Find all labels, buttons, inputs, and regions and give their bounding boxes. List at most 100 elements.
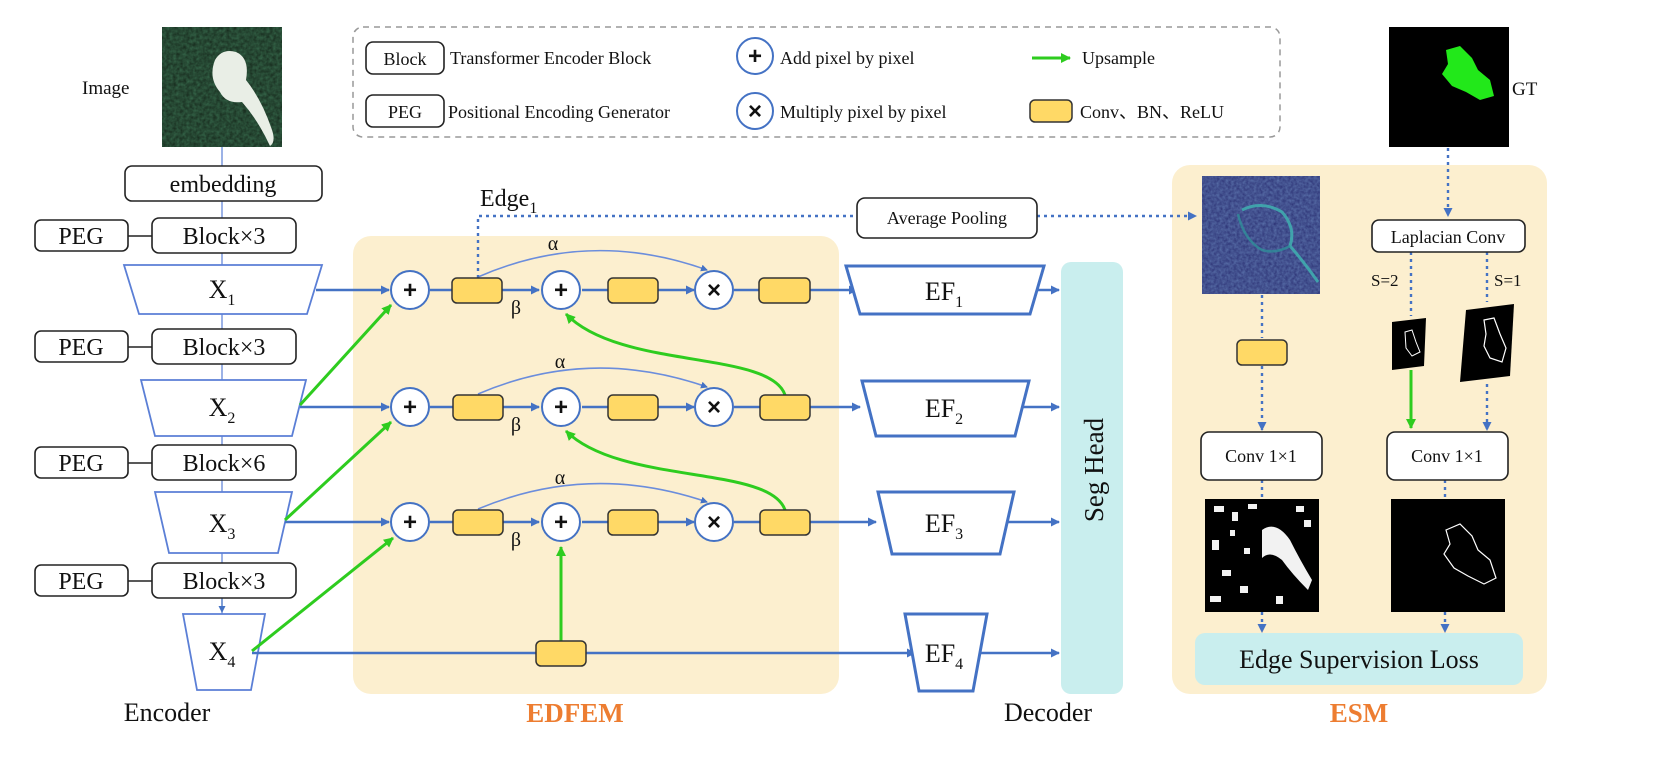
ef3-label: EF3: [925, 509, 963, 543]
legend-block-box-label: Block: [384, 49, 427, 69]
block-label: Block×3: [183, 569, 266, 595]
add-glyph: +: [554, 509, 568, 536]
beta-label: β: [511, 529, 521, 551]
embedding-box: [124, 165, 323, 202]
block-box: [151, 562, 297, 599]
edge1-label: Edge1: [480, 186, 537, 217]
gt-edge-map: [1391, 499, 1505, 612]
gt-image: [1389, 27, 1509, 147]
input-image: [162, 27, 282, 147]
ef2-label: EF2: [925, 394, 963, 428]
ef4-label: EF4: [925, 639, 963, 673]
edge-map-stride-2: [1392, 318, 1426, 370]
conv-block-icon: [452, 509, 504, 536]
legend-mul-text: Multiply pixel by pixel: [780, 102, 947, 122]
legend-mul-glyph: ×: [748, 98, 762, 125]
block-box: [151, 217, 297, 254]
feature-ef3: [876, 490, 1016, 556]
edfem-panel: [353, 236, 839, 694]
conv1x1-left-label: Conv 1×1: [1225, 446, 1297, 466]
conv-block-icon: [607, 509, 659, 536]
edge-supervision-loss-box: [1195, 633, 1523, 685]
edge-feature-map: [1202, 176, 1320, 294]
conv1x1-right-box: [1386, 431, 1509, 481]
beta-label: β: [511, 297, 521, 319]
edfem-nodes: + + × α β + + × α β + + × α β: [390, 186, 1038, 728]
conv-block-icon: [1236, 339, 1288, 366]
legend-add-text: Add pixel by pixel: [780, 48, 914, 68]
stride-1-label: S=1: [1494, 271, 1522, 290]
feature-x4: [181, 613, 267, 691]
legend-peg-box-label: PEG: [388, 102, 422, 122]
conv-block-icon: [535, 640, 587, 667]
alpha-label: α: [555, 467, 566, 489]
edge-map-stride-1: [1460, 304, 1514, 382]
add-icon: [390, 270, 430, 310]
add-icon: [736, 37, 774, 75]
block-label: Block×3: [183, 335, 266, 361]
x4-label: X4: [209, 637, 236, 671]
decoder: EF1 EF2 EF3 EF4 Decoder: [844, 264, 1092, 727]
legend-frame: [352, 26, 1281, 138]
conv-block-icon: [451, 277, 503, 304]
predicted-edge-map: [1205, 499, 1319, 612]
ef1-label: EF1: [925, 277, 963, 311]
conv-block-icon: [759, 394, 811, 421]
add-glyph: +: [403, 394, 417, 421]
feature-x1: [122, 264, 324, 315]
conv-block-icon: [758, 277, 811, 304]
conv-block-icon: [452, 394, 504, 421]
legend-conv-text: Conv、BN、ReLU: [1080, 102, 1224, 122]
image-label: Image: [82, 78, 129, 99]
decoder-label: Decoder: [1004, 698, 1092, 727]
feature-ef2: [860, 379, 1031, 438]
average-pooling-box: [856, 197, 1038, 239]
encoder-label: Encoder: [124, 698, 211, 727]
block-label: Block×3: [183, 224, 266, 250]
esm-flows: [1257, 148, 1492, 633]
legend-block-text: Transformer Encoder Block: [450, 48, 651, 68]
feature-x3: [153, 491, 294, 554]
peg-label: PEG: [58, 335, 103, 361]
peg-label: PEG: [58, 224, 103, 250]
x2-label: X2: [209, 393, 236, 427]
add-icon: [541, 387, 581, 427]
legend-block-box: [365, 41, 445, 75]
legend-upsample-text: Upsample: [1082, 48, 1155, 68]
embedding-label: embedding: [170, 172, 277, 198]
multiply-glyph: ×: [707, 394, 721, 421]
legend-peg-box: [365, 94, 445, 128]
peg-label: PEG: [58, 569, 103, 595]
legend: Block Transformer Encoder Block PEG Posi…: [352, 26, 1281, 138]
alpha-label: α: [548, 233, 559, 255]
conv-block-icon: [759, 509, 811, 536]
feature-ef4: [903, 612, 989, 693]
edfem-connections: [251, 211, 1197, 658]
add-glyph: +: [554, 277, 568, 304]
legend-add-glyph: +: [748, 43, 762, 70]
peg-label: PEG: [58, 451, 103, 477]
multiply-glyph: ×: [707, 509, 721, 536]
add-icon: [541, 270, 581, 310]
encoder: Image embedding PEG Block×3 X1 PEG Block…: [34, 27, 324, 727]
conv-block-icon: [1029, 99, 1073, 123]
x3-label: X3: [209, 509, 236, 543]
beta-label: β: [511, 414, 521, 436]
seg-head-box: [1061, 262, 1123, 694]
multiply-icon: [694, 270, 734, 310]
esm: GT Laplacian Conv S=2 S=1: [1195, 27, 1538, 728]
x1-label: X1: [209, 275, 236, 309]
add-icon: [390, 387, 430, 427]
multiply-glyph: ×: [707, 277, 721, 304]
block-label: Block×6: [183, 451, 266, 477]
conv-block-icon: [607, 277, 659, 304]
add-glyph: +: [403, 509, 417, 536]
conv1x1-right-label: Conv 1×1: [1411, 446, 1483, 466]
add-glyph: +: [403, 277, 417, 304]
add-icon: [390, 502, 430, 542]
block-box: [151, 328, 297, 365]
add-icon: [541, 502, 581, 542]
block-box: [151, 444, 297, 481]
multiply-icon: [736, 92, 774, 130]
laplacian-conv-box: [1371, 219, 1526, 253]
